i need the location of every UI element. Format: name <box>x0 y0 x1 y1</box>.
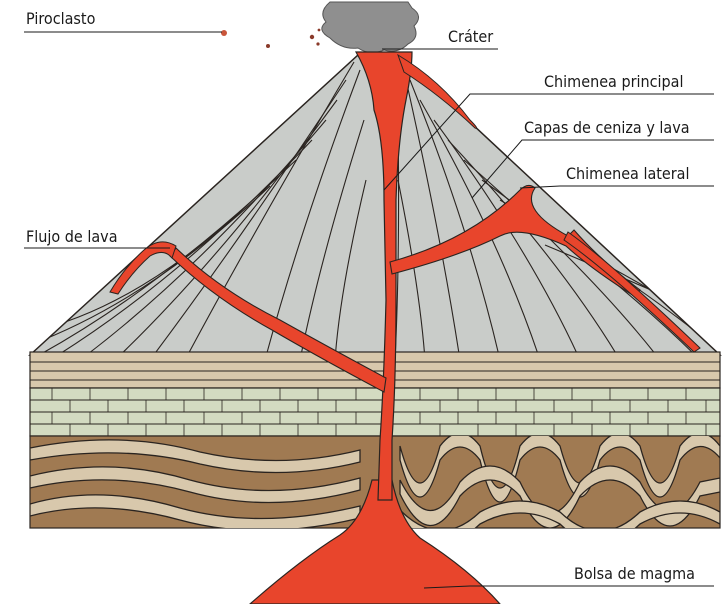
label-chimenea-lateral: Chimenea lateral <box>566 165 690 183</box>
eruption-smoke <box>322 2 419 53</box>
pyroclast-particles <box>221 29 320 48</box>
leader-line-chimenea-lateral <box>520 186 714 188</box>
label-piroclasto: Piroclasto <box>26 10 95 28</box>
block-layer <box>30 388 720 436</box>
label-capas-ceniza-lava: Capas de ceniza y lava <box>524 119 690 137</box>
label-crater: Cráter <box>448 28 493 46</box>
label-bolsa-magma: Bolsa de magma <box>574 565 695 583</box>
label-flujo-lava: Flujo de lava <box>26 228 118 246</box>
label-chimenea-principal: Chimenea principal <box>544 73 684 91</box>
